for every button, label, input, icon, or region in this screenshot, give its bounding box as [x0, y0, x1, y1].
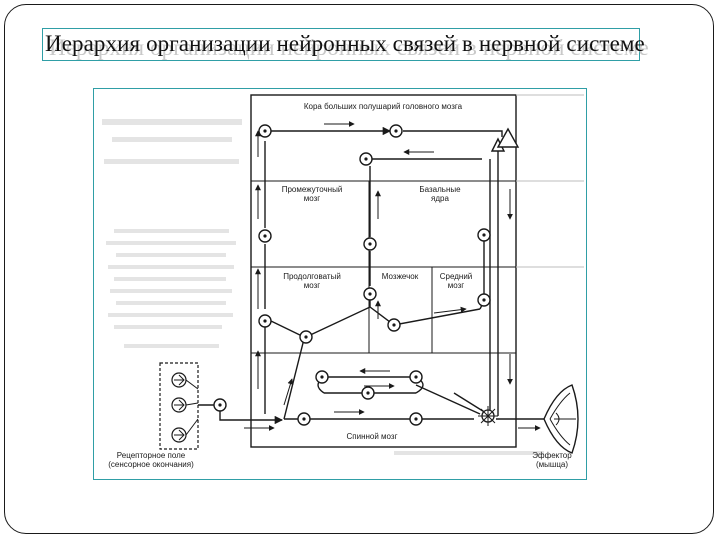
diencephalon-label-line1: Промежуточный — [282, 185, 343, 194]
cortex-label: Кора больших полушарий головного мозга — [304, 102, 463, 111]
pyramidal-neuron-2 — [496, 127, 520, 148]
motor-neuron — [478, 406, 498, 426]
spinal-cord-label: Спинной мозг — [347, 432, 398, 441]
midbrain-label-line1: Средний — [440, 272, 473, 281]
diagram-figure: Кора больших полушарий головного мозга П… — [93, 88, 587, 480]
effector-muscle — [543, 384, 579, 454]
effector-label-line2: (мышца) — [536, 460, 568, 469]
basal-ganglia-label-line1: Базальные — [419, 185, 461, 194]
title-shadow: Иерархия организации нейронных связей в … — [49, 35, 649, 60]
medulla-label-line2: мозг — [304, 281, 321, 290]
medulla-label-line1: Продолговатый — [283, 272, 341, 281]
title-box: Иерархия организации нейронных связей в … — [42, 28, 649, 61]
receptor-field-label-line2: (сенсорное окончания) — [108, 460, 194, 469]
neuron-nodes — [213, 124, 491, 426]
receptor-field — [159, 362, 199, 450]
midbrain-label-line2: мозг — [448, 281, 465, 290]
hierarchy-block — [250, 94, 584, 448]
effector-label-line1: Эффектор — [532, 451, 572, 460]
slide-title: Иерархия организации нейронных связей в … — [45, 31, 645, 56]
basal-ganglia-label-line2: ядра — [431, 194, 449, 203]
cerebellum-label: Мозжечок — [382, 272, 419, 281]
diencephalon-label-line2: мозг — [304, 194, 321, 203]
receptor-field-label-line1: Рецепторное поле — [117, 451, 186, 460]
background-ghost-text — [102, 119, 544, 455]
neural-hierarchy-diagram: Кора больших полушарий головного мозга П… — [102, 94, 584, 469]
